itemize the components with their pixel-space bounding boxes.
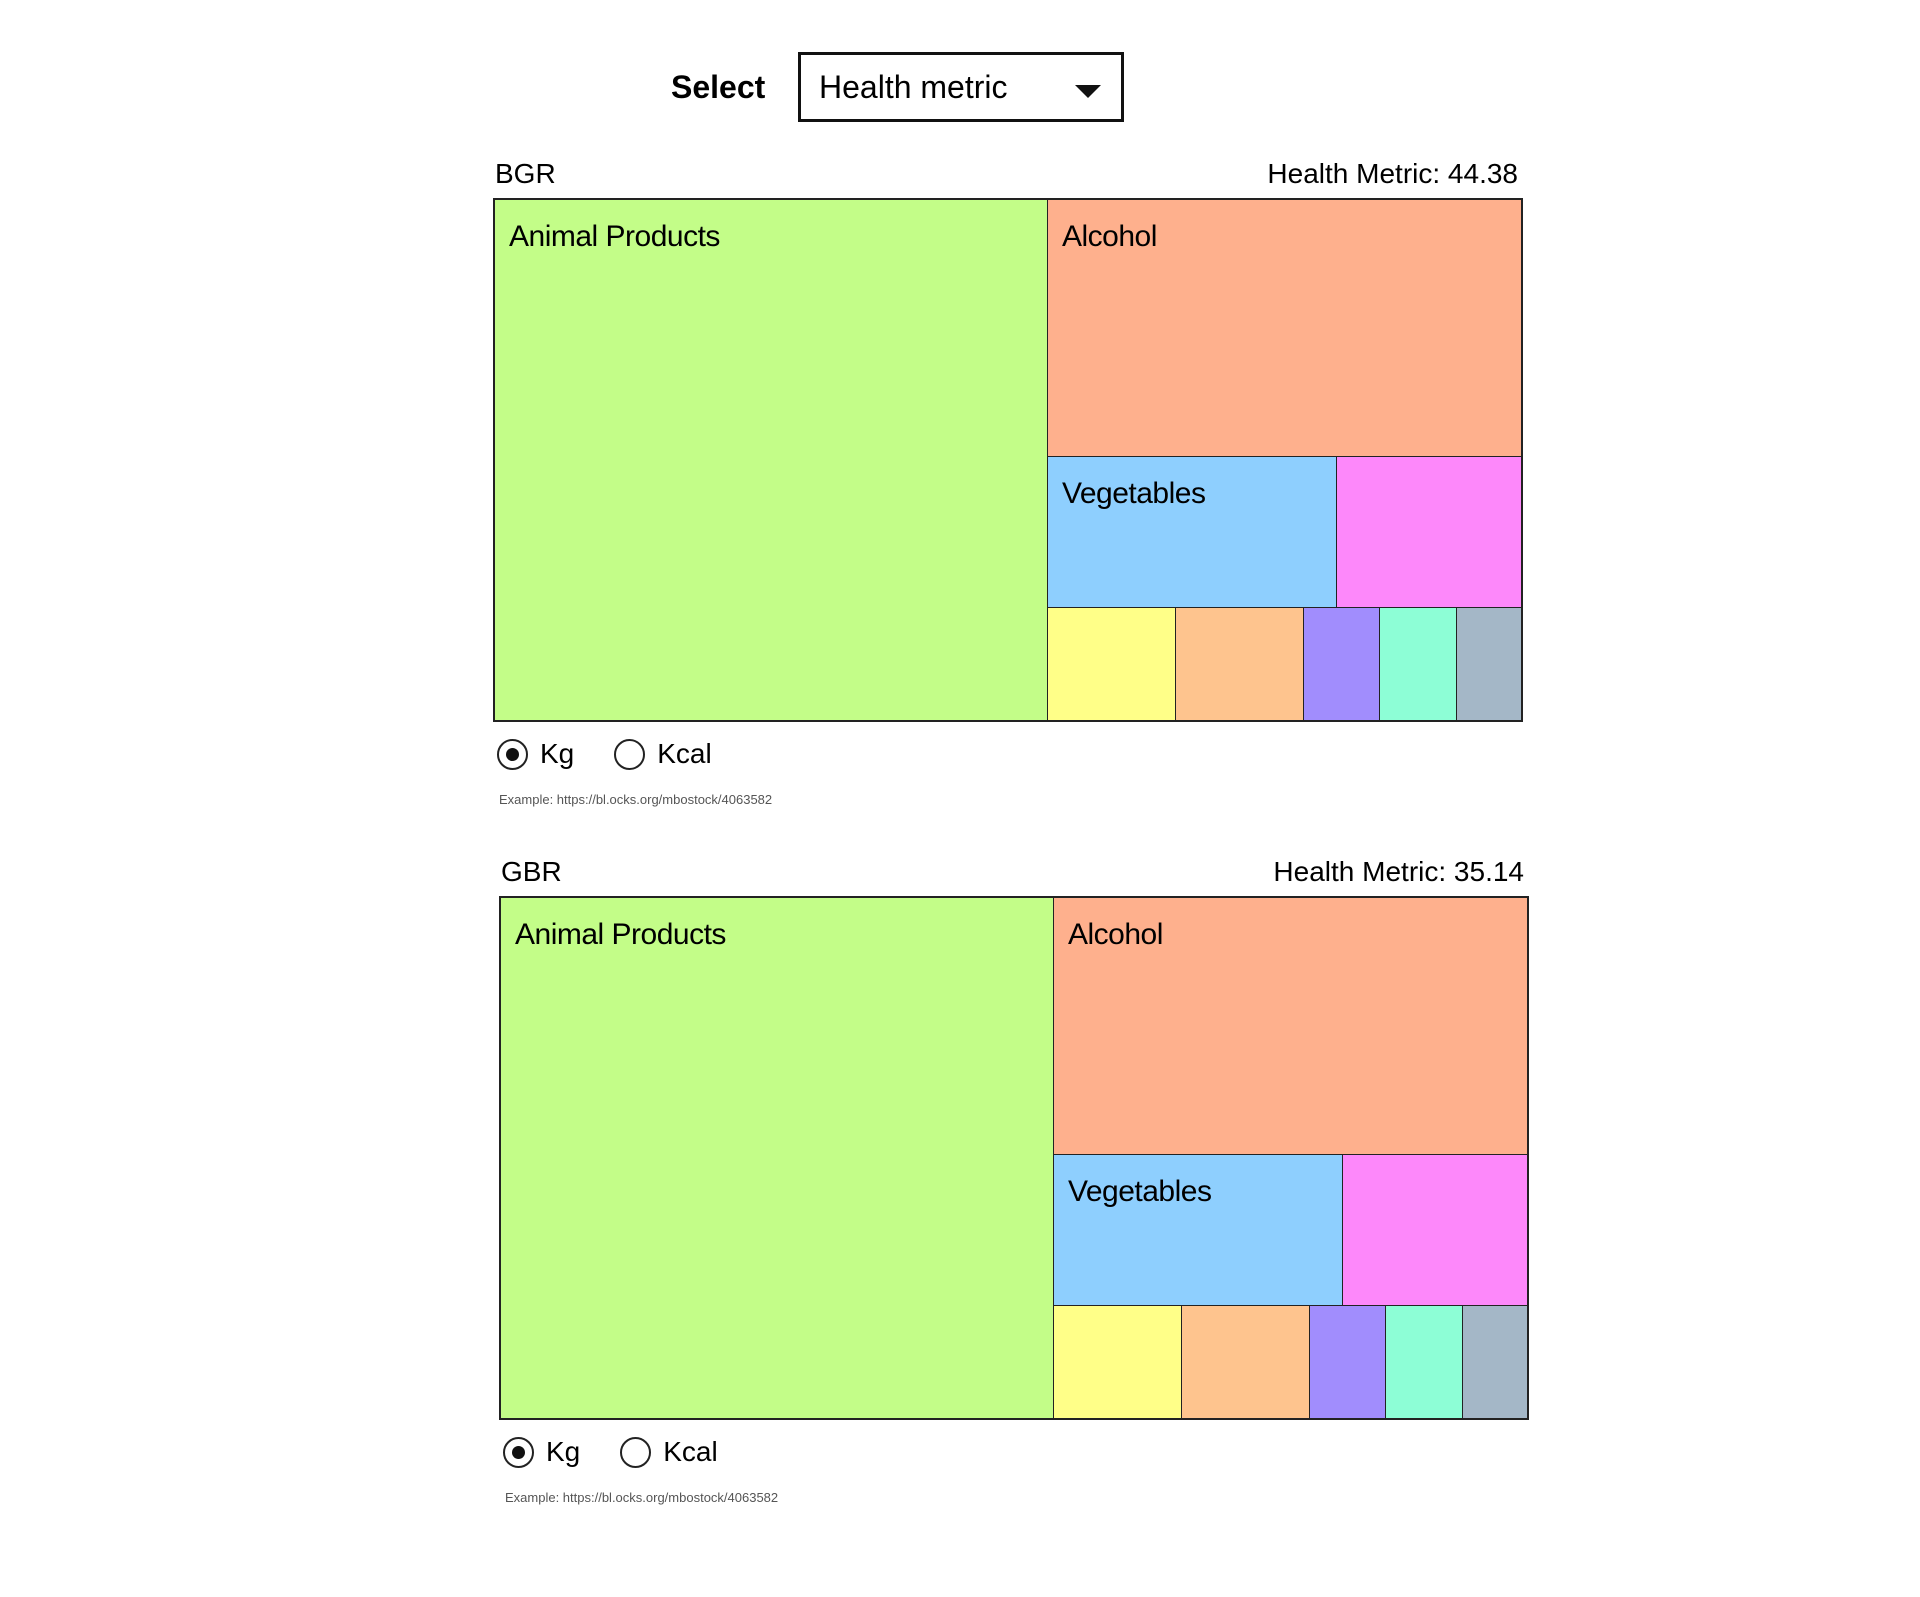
treemap-cell[interactable] <box>1175 607 1304 721</box>
treemap-cell[interactable] <box>1181 1305 1310 1419</box>
cell-label: Alcohol <box>1062 220 1157 253</box>
panel-header: BGR Health Metric: 44.38 <box>493 158 1523 198</box>
health-metric: Health Metric: 35.14 <box>1273 856 1524 887</box>
treemap-panel-1: GBR Health Metric: 35.14 Animal Products… <box>499 856 1529 1505</box>
treemap-cell[interactable] <box>1342 1154 1528 1306</box>
unit-option-kcal[interactable]: Kcal <box>614 738 712 770</box>
radio-kcal[interactable] <box>620 1436 652 1468</box>
treemap-cell[interactable] <box>1053 1305 1182 1419</box>
treemap-cell[interactable] <box>1336 456 1522 608</box>
treemap-cell[interactable]: Alcohol <box>1053 897 1528 1155</box>
treemap-cell[interactable] <box>1303 607 1380 721</box>
unit-label-kcal: Kcal <box>663 1436 718 1467</box>
unit-label-kcal: Kcal <box>657 738 712 769</box>
unit-label-kg: Kg <box>540 738 575 769</box>
select-label: Select <box>671 68 766 105</box>
treemap-cell[interactable] <box>1379 607 1457 721</box>
treemap-cell[interactable] <box>1309 1305 1386 1419</box>
example-link[interactable]: Example: https://bl.ocks.org/mbostock/40… <box>505 1490 779 1505</box>
country-code: GBR <box>501 856 562 887</box>
unit-toggle: Kg Kcal <box>497 738 752 770</box>
treemap-cell[interactable] <box>1385 1305 1463 1419</box>
cell-label: Animal Products <box>515 918 726 951</box>
treemap: Animal Products Alcohol Vegetables <box>493 198 1523 722</box>
cell-label: Vegetables <box>1068 1175 1212 1208</box>
unit-option-kg[interactable]: Kg <box>503 1436 580 1468</box>
example-link[interactable]: Example: https://bl.ocks.org/mbostock/40… <box>499 792 773 807</box>
cell-label: Alcohol <box>1068 918 1163 951</box>
cell-label: Vegetables <box>1062 477 1206 510</box>
unit-toggle: Kg Kcal <box>503 1436 758 1468</box>
treemap-cell[interactable]: Animal Products <box>500 897 1054 1419</box>
treemap-cell[interactable] <box>1047 607 1176 721</box>
treemap: Animal Products Alcohol Vegetables <box>499 896 1529 1420</box>
treemap-panel-0: BGR Health Metric: 44.38 Animal Products… <box>493 158 1523 807</box>
country-code: BGR <box>495 158 556 189</box>
treemap-cell[interactable] <box>1456 607 1522 721</box>
metric-select-row: Select Health metric <box>671 52 1124 122</box>
chevron-down-icon[interactable] <box>1075 85 1101 98</box>
treemap-cell[interactable] <box>1462 1305 1528 1419</box>
radio-kg[interactable] <box>503 1436 534 1468</box>
metric-dropdown[interactable]: Health metric <box>798 52 1124 122</box>
unit-label-kg: Kg <box>546 1436 581 1467</box>
treemap-cell[interactable]: Animal Products <box>494 199 1048 721</box>
dropdown-value: Health metric <box>819 68 1008 105</box>
unit-option-kcal[interactable]: Kcal <box>620 1436 718 1468</box>
radio-kcal[interactable] <box>614 738 646 770</box>
panel-header: GBR Health Metric: 35.14 <box>499 856 1529 896</box>
treemap-cell[interactable]: Alcohol <box>1047 199 1522 457</box>
cell-label: Animal Products <box>509 220 720 253</box>
treemap-cell[interactable]: Vegetables <box>1047 456 1337 608</box>
health-metric: Health Metric: 44.38 <box>1267 158 1518 189</box>
unit-option-kg[interactable]: Kg <box>497 738 574 770</box>
radio-kg[interactable] <box>497 738 528 770</box>
treemap-cell[interactable]: Vegetables <box>1053 1154 1343 1306</box>
